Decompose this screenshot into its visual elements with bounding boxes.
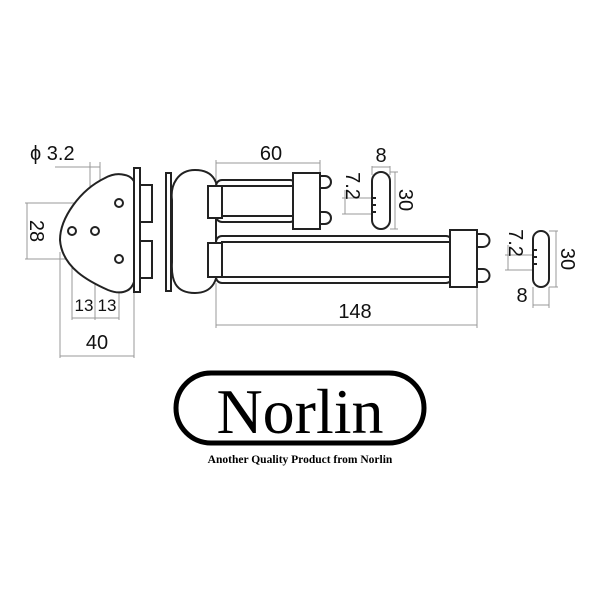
screw-hole (90, 226, 100, 236)
dim-upper-cap-height: 30 (394, 189, 416, 211)
dim-plate-width: 40 (86, 332, 108, 354)
dim-long-arm: 148 (338, 301, 371, 323)
screw-hole (114, 198, 124, 208)
logo-tagline: Another Quality Product from Norlin (208, 454, 393, 466)
dim-upper-cap-pitch: 7.2 (341, 172, 363, 200)
dim-hole-spacing-right: 13 (98, 296, 117, 315)
end-cap-lower (532, 230, 550, 288)
dim-lower-cap-width: 8 (516, 285, 527, 307)
logo-brand: Norlin (216, 376, 383, 447)
dim-lower-cap-pitch: 7.2 (504, 229, 526, 257)
logo-border (173, 370, 427, 446)
norlin-logo: Norlin Another Quality Product from Norl… (173, 370, 427, 466)
dim-plate-height: 28 (25, 220, 47, 242)
screw-hole (114, 254, 124, 264)
towel-bar-assembly (165, 168, 491, 295)
mounting-plate (58, 167, 153, 294)
screw-hole (67, 226, 77, 236)
dimension-lines (25, 160, 558, 358)
dim-hole-diameter: ϕ 3.2 (30, 143, 75, 165)
dim-upper-cap-width: 8 (375, 145, 386, 167)
end-cap-upper (371, 171, 391, 230)
dim-hole-spacing-left: 13 (75, 296, 94, 315)
dim-lower-cap-height: 30 (556, 248, 578, 270)
dim-short-arm: 60 (260, 143, 282, 165)
